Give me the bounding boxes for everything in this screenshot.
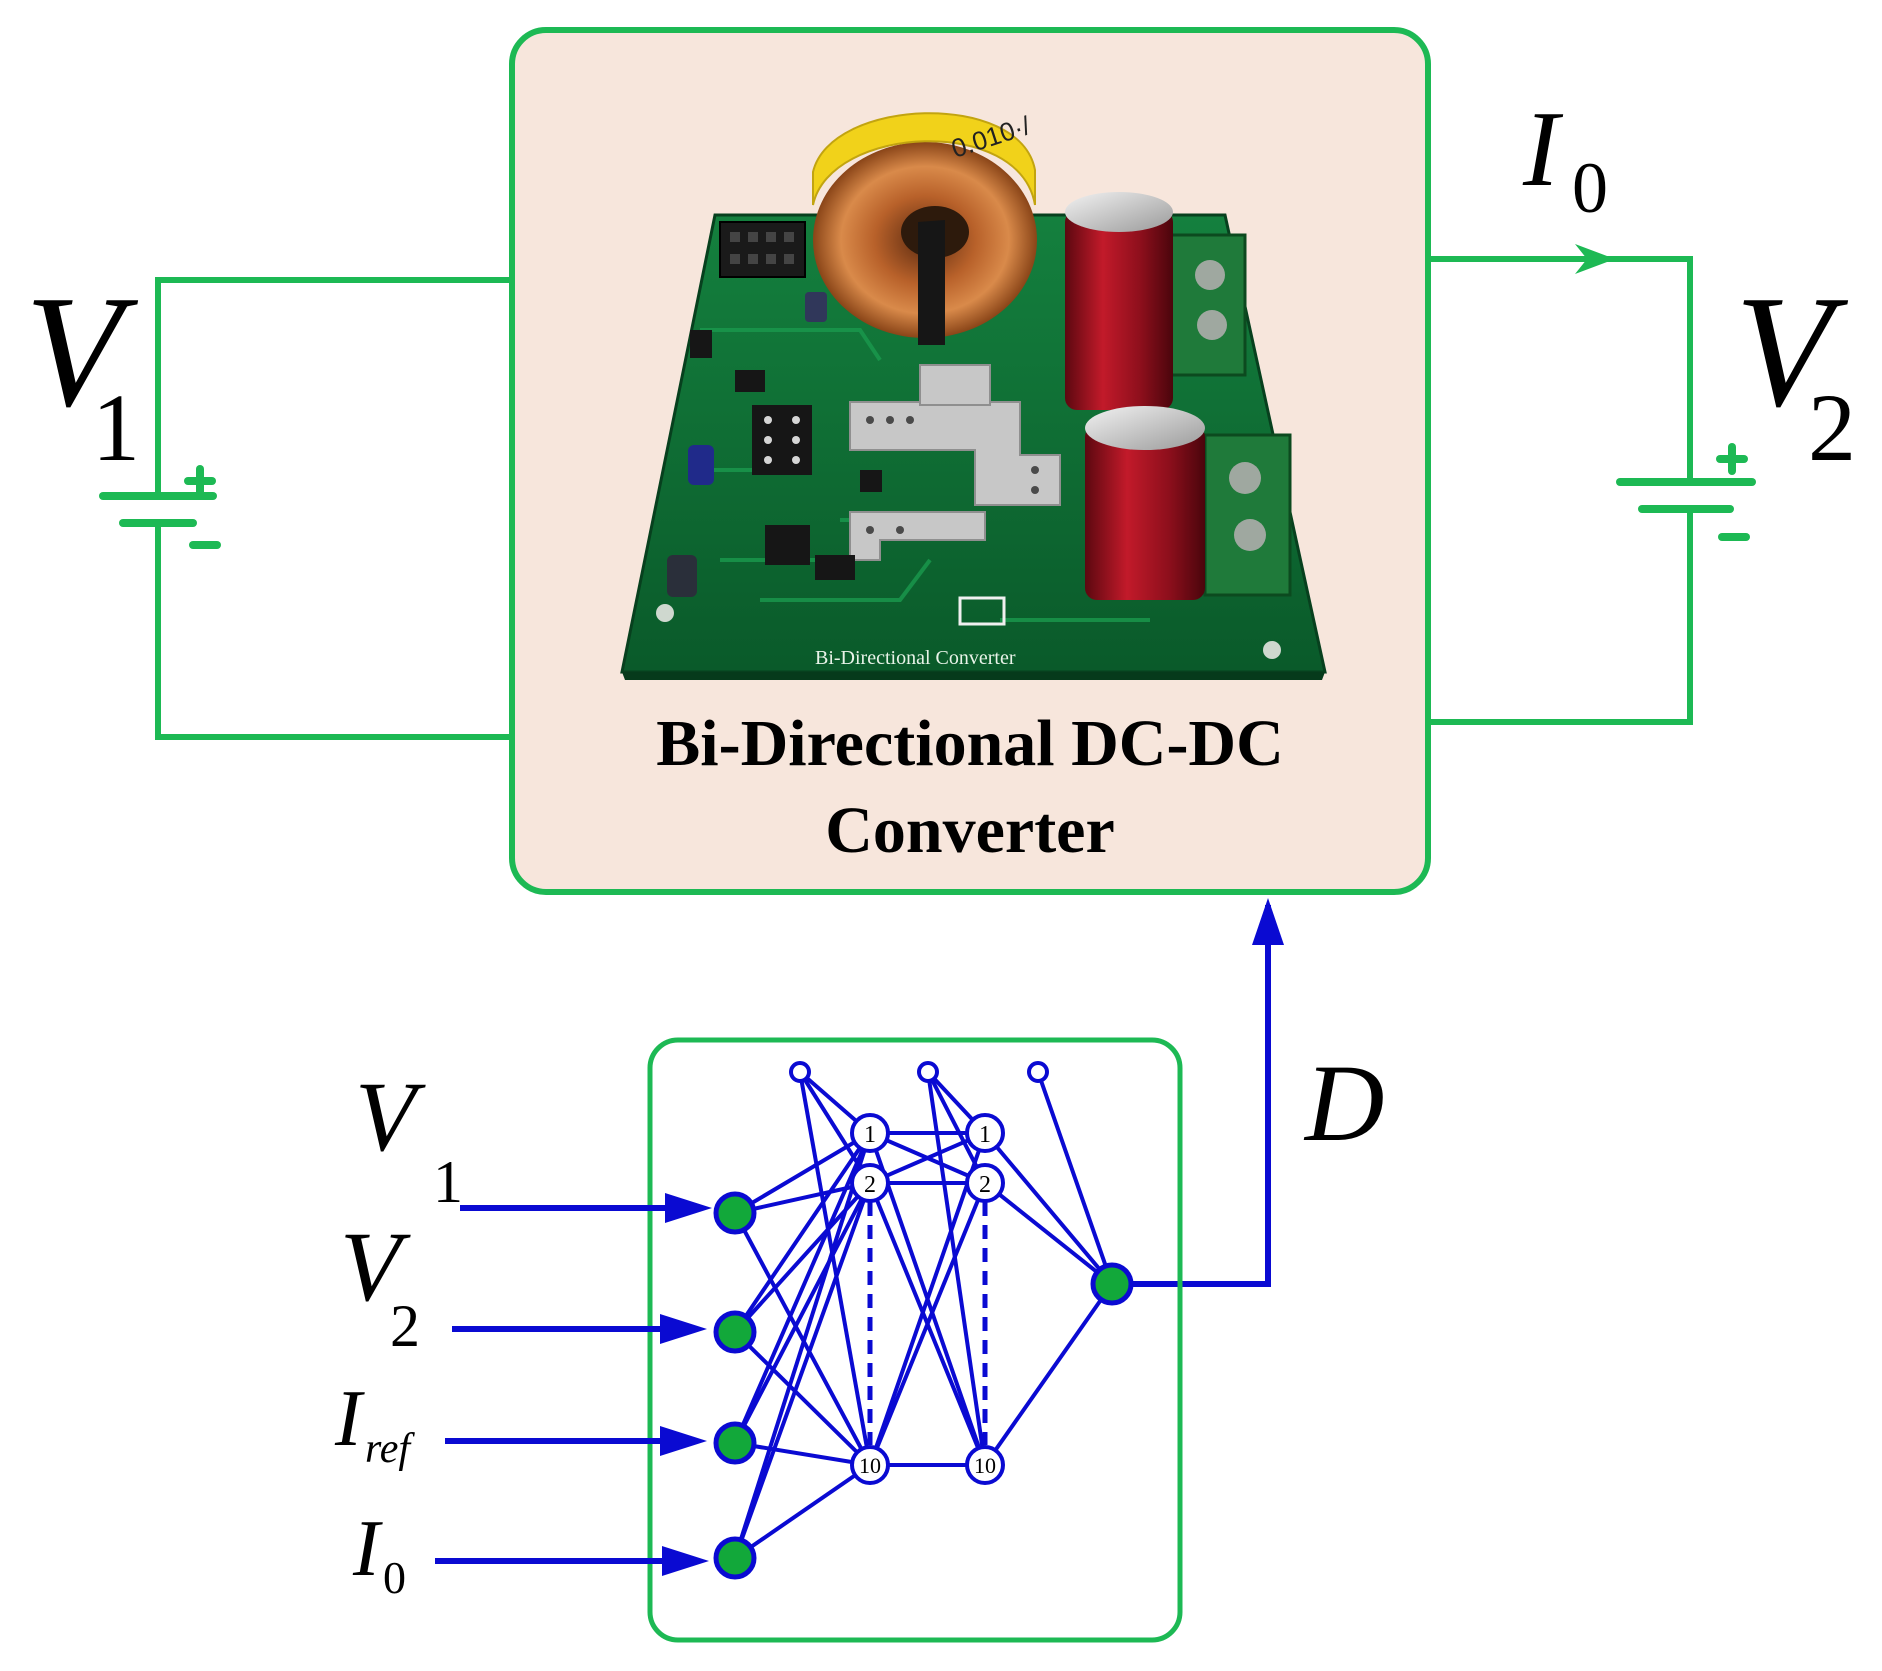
duty-arrow-head	[1252, 898, 1284, 945]
nn-edges	[733, 1070, 1114, 1560]
converter-title-line2: Converter	[825, 794, 1115, 867]
nn-bias-nodes	[789, 1061, 1049, 1083]
svg-text:2: 2	[390, 1293, 420, 1359]
nn-input-arrows	[435, 1193, 712, 1576]
svg-text:10: 10	[974, 1453, 996, 1478]
svg-text:1: 1	[864, 1122, 876, 1148]
pcb-ics	[690, 330, 882, 580]
converter-title-line1: Bi-Directional DC-DC	[656, 707, 1284, 780]
right-top-wire	[1428, 256, 1693, 482]
capacitor-top	[1065, 192, 1173, 410]
svg-text:0: 0	[383, 1552, 406, 1603]
neural-network-block	[647, 1037, 1183, 1643]
svg-text:V: V	[1735, 262, 1849, 440]
left-battery	[99, 465, 221, 549]
nn-hidden-layer-2: 1 2 10	[965, 1113, 1005, 1485]
duty-signal-line	[1112, 898, 1284, 1287]
nn-input-neurons	[713, 1191, 757, 1580]
svg-text:1: 1	[979, 1122, 991, 1148]
pcb-silkscreen-text: Bi-Directional Converter	[815, 647, 1016, 669]
left-bottom-wire	[155, 523, 512, 740]
nn-ellipsis	[867, 1202, 988, 1445]
svg-text:I: I	[334, 1375, 365, 1463]
input-neuron	[713, 1310, 757, 1354]
left-top-wire	[155, 277, 512, 496]
svg-text:2: 2	[864, 1172, 876, 1198]
nn-hidden-layer-1: 1 2 10	[850, 1113, 890, 1485]
svg-text:V: V	[355, 1061, 426, 1172]
label-v2: V 2	[1735, 262, 1856, 481]
nn-output-neuron	[1090, 1262, 1134, 1306]
label-v1: V 1	[25, 262, 140, 481]
terminal-block-bottom	[1203, 433, 1292, 597]
input-neuron	[713, 1536, 757, 1580]
svg-text:2: 2	[1808, 374, 1856, 481]
right-battery	[1616, 443, 1756, 541]
nn-input-label-iref: I ref	[334, 1375, 415, 1472]
svg-text:I: I	[1522, 90, 1564, 209]
output-current-arrow	[1575, 244, 1615, 274]
label-i0: I 0	[1522, 90, 1608, 228]
pcb-image: 0.010·/ Bi-Directional Converter	[620, 110, 1327, 680]
svg-text:1: 1	[433, 1149, 463, 1215]
nn-input-label-i0: I 0	[352, 1505, 406, 1603]
svg-text:10: 10	[859, 1453, 881, 1478]
capacitor-bottom	[1085, 406, 1205, 600]
nn-input-label-v1: V 1	[355, 1061, 463, 1215]
pcb-vias	[866, 416, 1039, 534]
toroid-inductor: 0.010·/	[812, 110, 1037, 345]
svg-text:V: V	[25, 262, 139, 440]
svg-text:2: 2	[979, 1172, 991, 1198]
terminal-block-top	[1168, 233, 1247, 377]
svg-text:ref: ref	[365, 1426, 415, 1472]
nn-input-label-v2: V 2	[340, 1211, 420, 1359]
svg-text:V: V	[340, 1211, 411, 1322]
pin-header	[719, 221, 806, 278]
input-neuron	[713, 1191, 757, 1235]
input-neuron	[713, 1421, 757, 1465]
svg-text:I: I	[352, 1505, 383, 1593]
svg-text:1: 1	[92, 374, 140, 481]
pcb-pads	[849, 364, 1061, 561]
svg-text:0: 0	[1572, 148, 1608, 228]
label-d: D	[1303, 1042, 1384, 1164]
power-circuit-wires	[155, 244, 1693, 740]
right-bottom-wire	[1428, 509, 1693, 725]
